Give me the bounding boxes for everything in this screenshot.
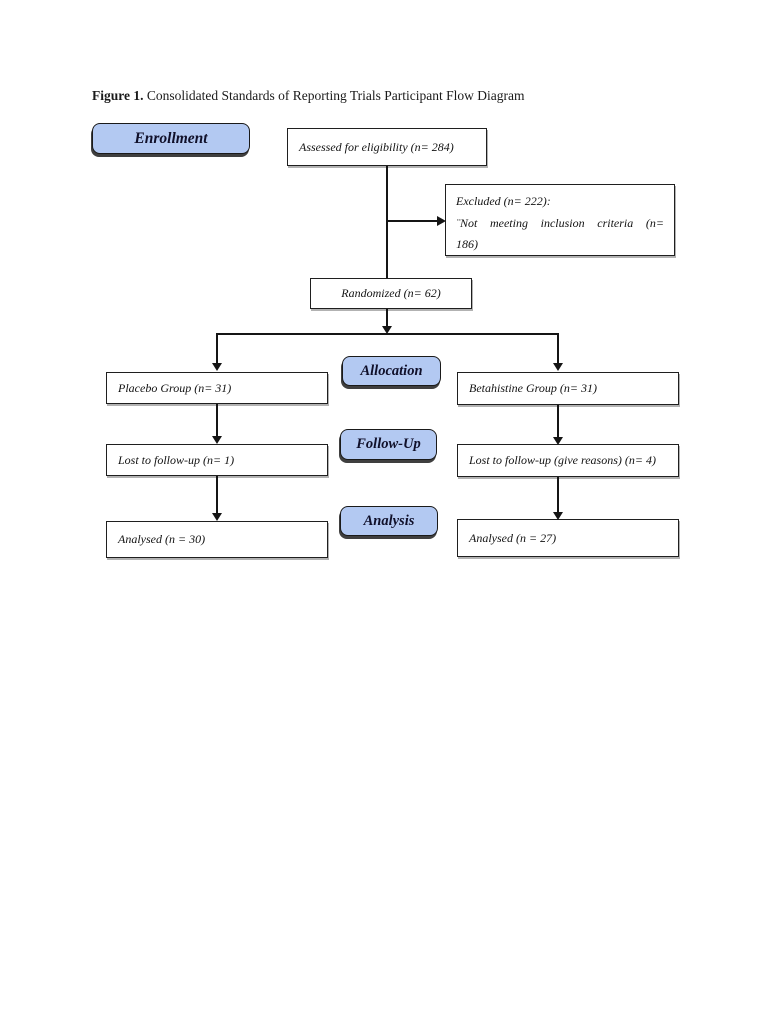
connector-to-excluded bbox=[387, 220, 437, 222]
randomized-text: Randomized (n= 62) bbox=[341, 286, 441, 300]
analysed-placebo-text: Analysed (n = 30) bbox=[118, 532, 206, 546]
box-betahistine-group: Betahistine Group (n= 31) bbox=[457, 372, 679, 405]
figure-caption: Figure 1. Consolidated Standards of Repo… bbox=[92, 88, 524, 104]
box-lost-followup-placebo: Lost to follow-up (n= 1) bbox=[106, 444, 328, 476]
allocation-stage-badge: Allocation bbox=[342, 356, 441, 386]
allocation-stage-label: Allocation bbox=[360, 362, 423, 379]
box-lost-followup-betahistine: Lost to follow-up (give reasons) (n= 4) bbox=[457, 444, 679, 477]
enrollment-stage-label: Enrollment bbox=[134, 129, 208, 147]
analysis-stage-badge: Analysis bbox=[340, 506, 438, 536]
excluded-line2: ¨Not meeting inclusion criteria (n= bbox=[456, 215, 664, 230]
followup-stage-label: Follow-Up bbox=[356, 436, 421, 452]
connector-lost-to-analysed-placebo bbox=[216, 476, 218, 514]
box-excluded: Excluded (n= 222): ¨Not meeting inclusio… bbox=[445, 184, 675, 256]
connector-betahistine-to-lost bbox=[557, 405, 559, 438]
box-analysed-placebo: Analysed (n = 30) bbox=[106, 521, 328, 558]
arrowhead-down-icon bbox=[212, 513, 222, 521]
arrowhead-right-icon bbox=[437, 216, 446, 226]
connector-placebo-to-lost bbox=[216, 404, 218, 437]
arrowhead-down-icon bbox=[553, 512, 563, 520]
arrowhead-down-icon bbox=[553, 437, 563, 445]
connector-lost-to-analysed-betahistine bbox=[557, 477, 559, 513]
betahistine-group-text: Betahistine Group (n= 31) bbox=[469, 381, 597, 395]
analysed-betahistine-text: Analysed (n = 27) bbox=[469, 530, 557, 545]
analysis-stage-label: Analysis bbox=[363, 512, 415, 529]
enrollment-stage-badge: Enrollment bbox=[92, 123, 250, 154]
connector-randomized-to-split bbox=[386, 309, 388, 327]
excluded-line3: 186) bbox=[456, 237, 478, 251]
excluded-line1: Excluded (n= 222): bbox=[456, 194, 551, 208]
box-analysed-betahistine: Analysed (n = 27) bbox=[457, 519, 679, 557]
lost-followup-betahistine-text: Lost to follow-up (give reasons) (n= 4) bbox=[469, 453, 656, 467]
placebo-group-text: Placebo Group (n= 31) bbox=[118, 380, 232, 395]
followup-stage-badge: Follow-Up bbox=[340, 429, 437, 460]
lost-followup-placebo-text: Lost to follow-up (n= 1) bbox=[118, 452, 235, 467]
connector-split-to-betahistine bbox=[557, 333, 559, 364]
box-assessed-eligibility: Assessed for eligibility (n= 284) bbox=[287, 128, 487, 166]
figure-caption-text: Consolidated Standards of Reporting Tria… bbox=[143, 88, 525, 103]
box-placebo-group: Placebo Group (n= 31) bbox=[106, 372, 328, 404]
connector-allocation-split bbox=[216, 333, 559, 335]
arrowhead-down-icon bbox=[553, 363, 563, 371]
connector-eligibility-to-randomized bbox=[386, 166, 388, 278]
arrowhead-down-icon bbox=[212, 436, 222, 444]
assessed-eligibility-text: Assessed for eligibility (n= 284) bbox=[299, 139, 454, 154]
arrowhead-down-icon bbox=[212, 363, 222, 371]
arrowhead-down-icon bbox=[382, 326, 392, 334]
box-randomized: Randomized (n= 62) bbox=[310, 278, 472, 309]
connector-split-to-placebo bbox=[216, 333, 218, 364]
figure-caption-label: Figure 1. bbox=[92, 88, 144, 103]
